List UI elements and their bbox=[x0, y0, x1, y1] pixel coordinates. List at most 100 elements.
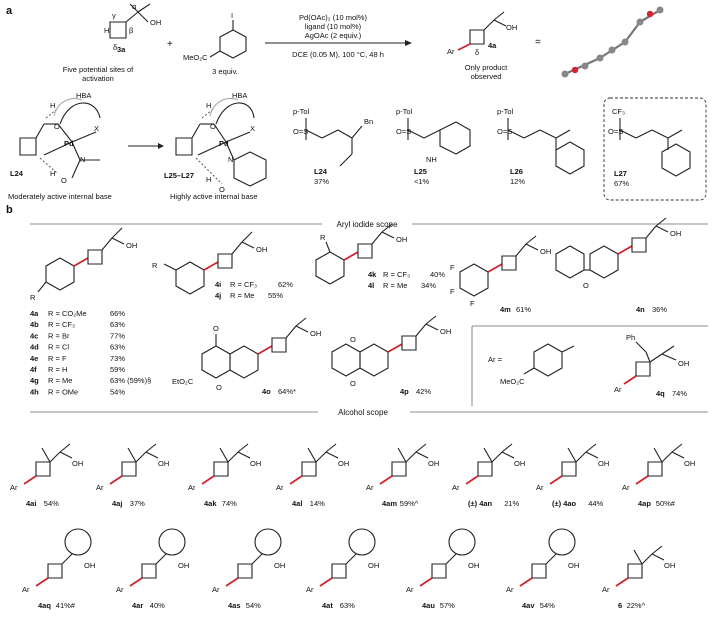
yield-4c: 77% bbox=[110, 331, 125, 340]
yield-4au: 57% bbox=[440, 601, 455, 610]
equals-sign: = bbox=[535, 37, 541, 48]
ts2-n: N bbox=[228, 155, 233, 164]
ligand-l25-structure bbox=[407, 118, 471, 155]
compound-4ao: (±) 4ao bbox=[552, 499, 577, 508]
atom-ar: Ar bbox=[212, 585, 220, 594]
ligand-l27-structure bbox=[619, 118, 691, 177]
atom-ar: Ar bbox=[506, 585, 514, 594]
compound-4au: 4au bbox=[422, 601, 435, 610]
compound-4at: 4at bbox=[322, 601, 333, 610]
atom-ar: Ar bbox=[96, 483, 104, 492]
atom-oh: OH bbox=[158, 459, 169, 468]
compound-4am: 4am bbox=[382, 499, 397, 508]
compound-4a: 4a bbox=[30, 309, 39, 318]
yield-6: 22%^ bbox=[627, 601, 646, 610]
ts1-n: N bbox=[80, 155, 85, 164]
yield-4b: 63% bbox=[110, 320, 125, 329]
yield-4ar: 40% bbox=[150, 601, 165, 610]
substrate-caption-2: activation bbox=[82, 74, 114, 83]
ligand-l26-yield: 12% bbox=[510, 177, 525, 186]
conditions: DCE (0.05 M), 100 °C, 48 h bbox=[292, 50, 384, 59]
yield-4q: 74% bbox=[672, 389, 687, 398]
yield-4an: 21% bbox=[504, 499, 519, 508]
atom-oh: OH bbox=[338, 459, 349, 468]
atom-ar: Ar bbox=[406, 585, 414, 594]
atom-oh: OH bbox=[256, 245, 267, 254]
ts2-o: O bbox=[210, 122, 216, 131]
compound-4an: (±) 4an bbox=[468, 499, 493, 508]
l25-nh: NH bbox=[426, 155, 437, 164]
atom-h: H bbox=[104, 26, 109, 35]
substrate-caption-1: Five potential sites of bbox=[63, 65, 134, 74]
atom-ph: Ph bbox=[626, 333, 635, 342]
ts1-pd: Pd bbox=[64, 139, 74, 148]
atom-o: O bbox=[216, 383, 222, 392]
atom-ar: Ar bbox=[452, 483, 460, 492]
yield-4as: 54% bbox=[246, 601, 261, 610]
ts2-hba: HBA bbox=[232, 91, 247, 100]
ts2-h-top: H bbox=[206, 101, 211, 110]
structure-4a-4h bbox=[37, 227, 125, 293]
atom-oh: OH bbox=[250, 459, 261, 468]
yield-4am: 59%^ bbox=[400, 499, 419, 508]
compound-4aq: 4aq bbox=[38, 601, 51, 610]
site-beta: β bbox=[129, 26, 134, 35]
compound-4l: 4l bbox=[368, 281, 374, 290]
atom-oh: OH bbox=[178, 561, 189, 570]
r-group-4h: R = OMe bbox=[48, 387, 78, 396]
atom-oh: OH bbox=[514, 459, 525, 468]
yield-4j: 55% bbox=[268, 291, 283, 300]
l27-highlight-box bbox=[603, 97, 707, 201]
atom-ar: Ar bbox=[622, 483, 630, 492]
ar-ester: MeO₂C bbox=[500, 377, 525, 386]
ts1-caption: Moderately active internal base bbox=[8, 192, 112, 201]
yield-4n: 36% bbox=[652, 305, 667, 314]
yield-4e: 73% bbox=[110, 354, 125, 363]
structure-4n bbox=[555, 217, 669, 279]
compound-4ar: 4ar bbox=[132, 601, 143, 610]
aryl-scope-title: Aryl iodide scope bbox=[337, 220, 398, 229]
compound-4q: 4q bbox=[656, 389, 665, 398]
l24-bn: Bn bbox=[364, 117, 373, 126]
ts1-o-base: O bbox=[61, 176, 67, 185]
structure-4i-4j bbox=[163, 231, 255, 295]
yield-4aq: 41%# bbox=[56, 601, 76, 610]
atom-r: R bbox=[320, 233, 326, 242]
compound-4d: 4d bbox=[30, 343, 39, 352]
structure-4q bbox=[623, 341, 677, 385]
atom-ar: Ar bbox=[366, 483, 374, 492]
r-group-4g: R = Me bbox=[48, 376, 72, 385]
atom-oh: OH bbox=[274, 561, 285, 570]
yield-4at: 63% bbox=[340, 601, 355, 610]
yield-4p: 42% bbox=[416, 387, 431, 396]
atom-ar: Ar bbox=[602, 585, 610, 594]
aryl-iodide-equiv: 3 equiv. bbox=[212, 67, 238, 76]
l27-cf3: CF₃ bbox=[612, 107, 625, 116]
r-4i: R = CF₃ bbox=[230, 280, 257, 289]
yield-4ai: 54% bbox=[44, 499, 59, 508]
ts1-o: O bbox=[54, 122, 60, 131]
compound-4al: 4al bbox=[292, 499, 302, 508]
yield-4d: 63% bbox=[110, 343, 125, 352]
atom-r: R bbox=[30, 293, 36, 302]
site-delta: δ bbox=[113, 43, 117, 52]
atom-oh: OH bbox=[670, 229, 681, 238]
yield-4av: 54% bbox=[540, 601, 555, 610]
yield-4k: 40% bbox=[430, 270, 445, 279]
compound-4h: 4h bbox=[30, 387, 39, 396]
r-4l: R = Me bbox=[383, 281, 407, 290]
ligand-l24-structure bbox=[305, 118, 363, 167]
aryl-iodide bbox=[209, 20, 247, 59]
compound-4aj: 4aj bbox=[112, 499, 122, 508]
atom-oh: OH bbox=[598, 459, 609, 468]
plus-sign: + bbox=[167, 39, 173, 50]
atom-oh: OH bbox=[368, 561, 379, 570]
r-group-4e: R = F bbox=[48, 354, 67, 363]
yield-4m: 61% bbox=[516, 305, 531, 314]
yield-4ap: 50%# bbox=[656, 499, 676, 508]
compound-4p: 4p bbox=[400, 387, 409, 396]
